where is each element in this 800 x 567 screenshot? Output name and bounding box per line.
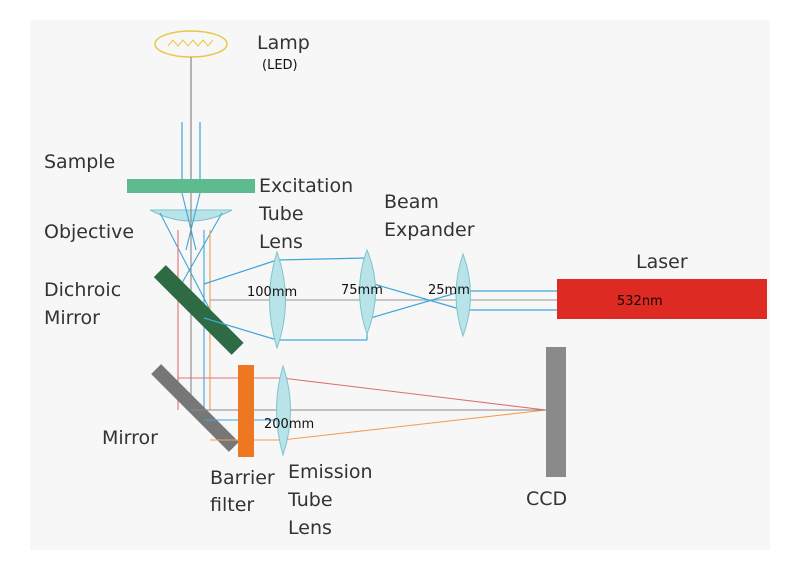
lens-25-label: 25mm <box>428 283 470 298</box>
dichroic-label-2: Mirror <box>44 307 100 329</box>
beam-expander-label-1: Beam <box>384 191 439 213</box>
laser-beams <box>203 257 557 341</box>
laser-wavelength: 532nm <box>617 294 663 309</box>
beam-expander-label-2: Expander <box>384 219 475 241</box>
mirror <box>151 364 239 452</box>
emission-label-1: Emission <box>288 461 373 483</box>
lamp-label: Lamp <box>257 32 310 54</box>
sample-label: Sample <box>44 151 115 173</box>
dichroic-mirror <box>153 265 244 355</box>
blue-beam-top <box>181 122 201 180</box>
objective-label: Objective <box>44 221 134 243</box>
lamp-sublabel: (LED) <box>262 58 298 73</box>
excitation-tube-lens <box>269 250 286 350</box>
laser-label: Laser <box>636 251 688 273</box>
beam-expander-lens-75 <box>359 248 376 336</box>
barrier-label-2: filter <box>210 494 254 516</box>
mirror-label: Mirror <box>102 427 158 449</box>
ccd-label: CCD <box>526 488 567 510</box>
lens-75-label: 75mm <box>341 283 383 298</box>
beam-expander-lens-25 <box>455 252 471 338</box>
excitation-label-1: Excitation <box>259 175 353 197</box>
emission-tube-lens <box>276 364 291 457</box>
excitation-label-2: Tube <box>258 203 304 225</box>
barrier-label-1: Barrier <box>210 467 275 489</box>
lens-100-label: 100mm <box>247 285 297 300</box>
laser-box <box>557 279 767 319</box>
sample-slide <box>127 179 255 193</box>
dichroic-label-1: Dichroic <box>44 279 121 301</box>
emission-label-2: Tube <box>287 489 333 511</box>
lens-200-label: 200mm <box>264 417 314 432</box>
emission-label-3: Lens <box>288 517 332 539</box>
ccd-sensor <box>546 347 566 477</box>
excitation-label-3: Lens <box>259 231 303 253</box>
barrier-filter <box>238 365 254 457</box>
